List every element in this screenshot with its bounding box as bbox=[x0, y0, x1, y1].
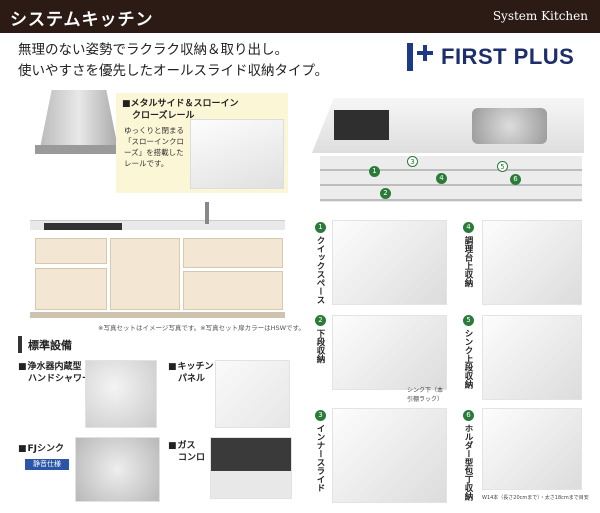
diagram-number: 6 bbox=[510, 174, 521, 185]
sink-basin bbox=[472, 108, 547, 144]
feature-label: 調理台上収納 bbox=[463, 236, 473, 287]
knife-caption: W14本（長さ20cmまで）・太さ18cmまで目安 bbox=[482, 495, 589, 501]
drawer-diagram: 1 2 3 4 5 6 bbox=[312, 98, 584, 206]
diagram-number: 2 bbox=[380, 188, 391, 199]
feature-number: 5 bbox=[463, 315, 474, 326]
callout-body: ゆっくりと閉まる「スローインクローズ」を搭載したレールです。 bbox=[124, 126, 184, 168]
feature-image-inner-slide bbox=[332, 408, 447, 503]
drawer bbox=[183, 238, 283, 268]
equip-faucet-label: 浄水器内蔵型 ハンドシャワー bbox=[18, 361, 92, 385]
range-hood bbox=[40, 90, 118, 148]
stove-image bbox=[210, 437, 292, 499]
feature-number: 3 bbox=[315, 410, 326, 421]
faucet-image bbox=[85, 360, 157, 428]
faucet bbox=[205, 202, 209, 224]
equip-stove-label: ガス コンロ bbox=[168, 440, 206, 464]
brand-name: FIRST PLUS bbox=[441, 44, 575, 69]
diagram-number: 5 bbox=[497, 161, 508, 172]
equip-sink-label: FJシンク bbox=[18, 443, 65, 455]
standard-equipment-title: 標準設備 bbox=[18, 336, 168, 353]
feature-image-quick-space bbox=[332, 220, 447, 305]
drawer bbox=[110, 238, 180, 310]
intro-line-2: 使いやすさを優先したオールスライド収納タイプ。 bbox=[18, 63, 329, 79]
feature-label: クイックスペース bbox=[315, 236, 325, 304]
feature-image-counter-storage bbox=[482, 220, 582, 305]
page-title: システムキッチン bbox=[10, 10, 154, 30]
feature-number: 4 bbox=[463, 222, 474, 233]
drawer bbox=[183, 271, 283, 310]
equip-panel-label: キッチン パネル bbox=[168, 361, 214, 385]
cooktop bbox=[334, 110, 389, 140]
intro-line-1: 無理のない姿勢でラクラク収納＆取り出し。 bbox=[18, 42, 288, 58]
feature-label: シンク上段収納 bbox=[463, 329, 473, 389]
stove-top bbox=[44, 223, 122, 230]
panel-image bbox=[215, 360, 290, 428]
feature-label: 下段収納 bbox=[315, 329, 325, 363]
rack-caption: シンク下（本引棚ラック） bbox=[407, 387, 444, 403]
quiet-badge: 静音仕様 bbox=[25, 459, 69, 470]
countertop bbox=[30, 220, 285, 230]
drawer bbox=[35, 268, 107, 310]
feature-number: 2 bbox=[315, 315, 326, 326]
feature-label: ホルダー型包丁収納 bbox=[463, 424, 473, 501]
intro-text: 無理のない姿勢でラクラク収納＆取り出し。 使いやすさを優先したオールスライド収納… bbox=[18, 40, 328, 82]
feature-number: 6 bbox=[463, 410, 474, 421]
header-bar: システムキッチン System Kitchen bbox=[0, 0, 600, 33]
sink-image bbox=[75, 437, 160, 502]
slow-close-callout: ■メタルサイド＆スローイン クローズレール ゆっくりと閉まる「スローインクローズ… bbox=[116, 93, 288, 193]
feature-image-sink-upper bbox=[482, 315, 582, 400]
drawers bbox=[320, 156, 582, 202]
diagram-number: 4 bbox=[436, 173, 447, 184]
feature-label: インナースライド bbox=[315, 424, 325, 492]
page-title-en: System Kitchen bbox=[492, 9, 588, 23]
diagram-number: 3 bbox=[407, 156, 418, 167]
brand-logo: FIRST PLUS bbox=[407, 41, 574, 73]
brand-plus-icon bbox=[407, 41, 435, 73]
feature-number: 1 bbox=[315, 222, 326, 233]
drawer bbox=[35, 238, 107, 264]
photo-note: ※写真セットはイメージ写真です。※写真セット扉カラーはHSWです。 bbox=[98, 324, 305, 332]
rail-photo bbox=[190, 119, 284, 189]
feature-image-lower-storage bbox=[332, 315, 447, 390]
diagram-number: 1 bbox=[369, 166, 380, 177]
kitchen-illustration bbox=[30, 90, 290, 320]
feature-image-knife-holder bbox=[482, 408, 582, 490]
